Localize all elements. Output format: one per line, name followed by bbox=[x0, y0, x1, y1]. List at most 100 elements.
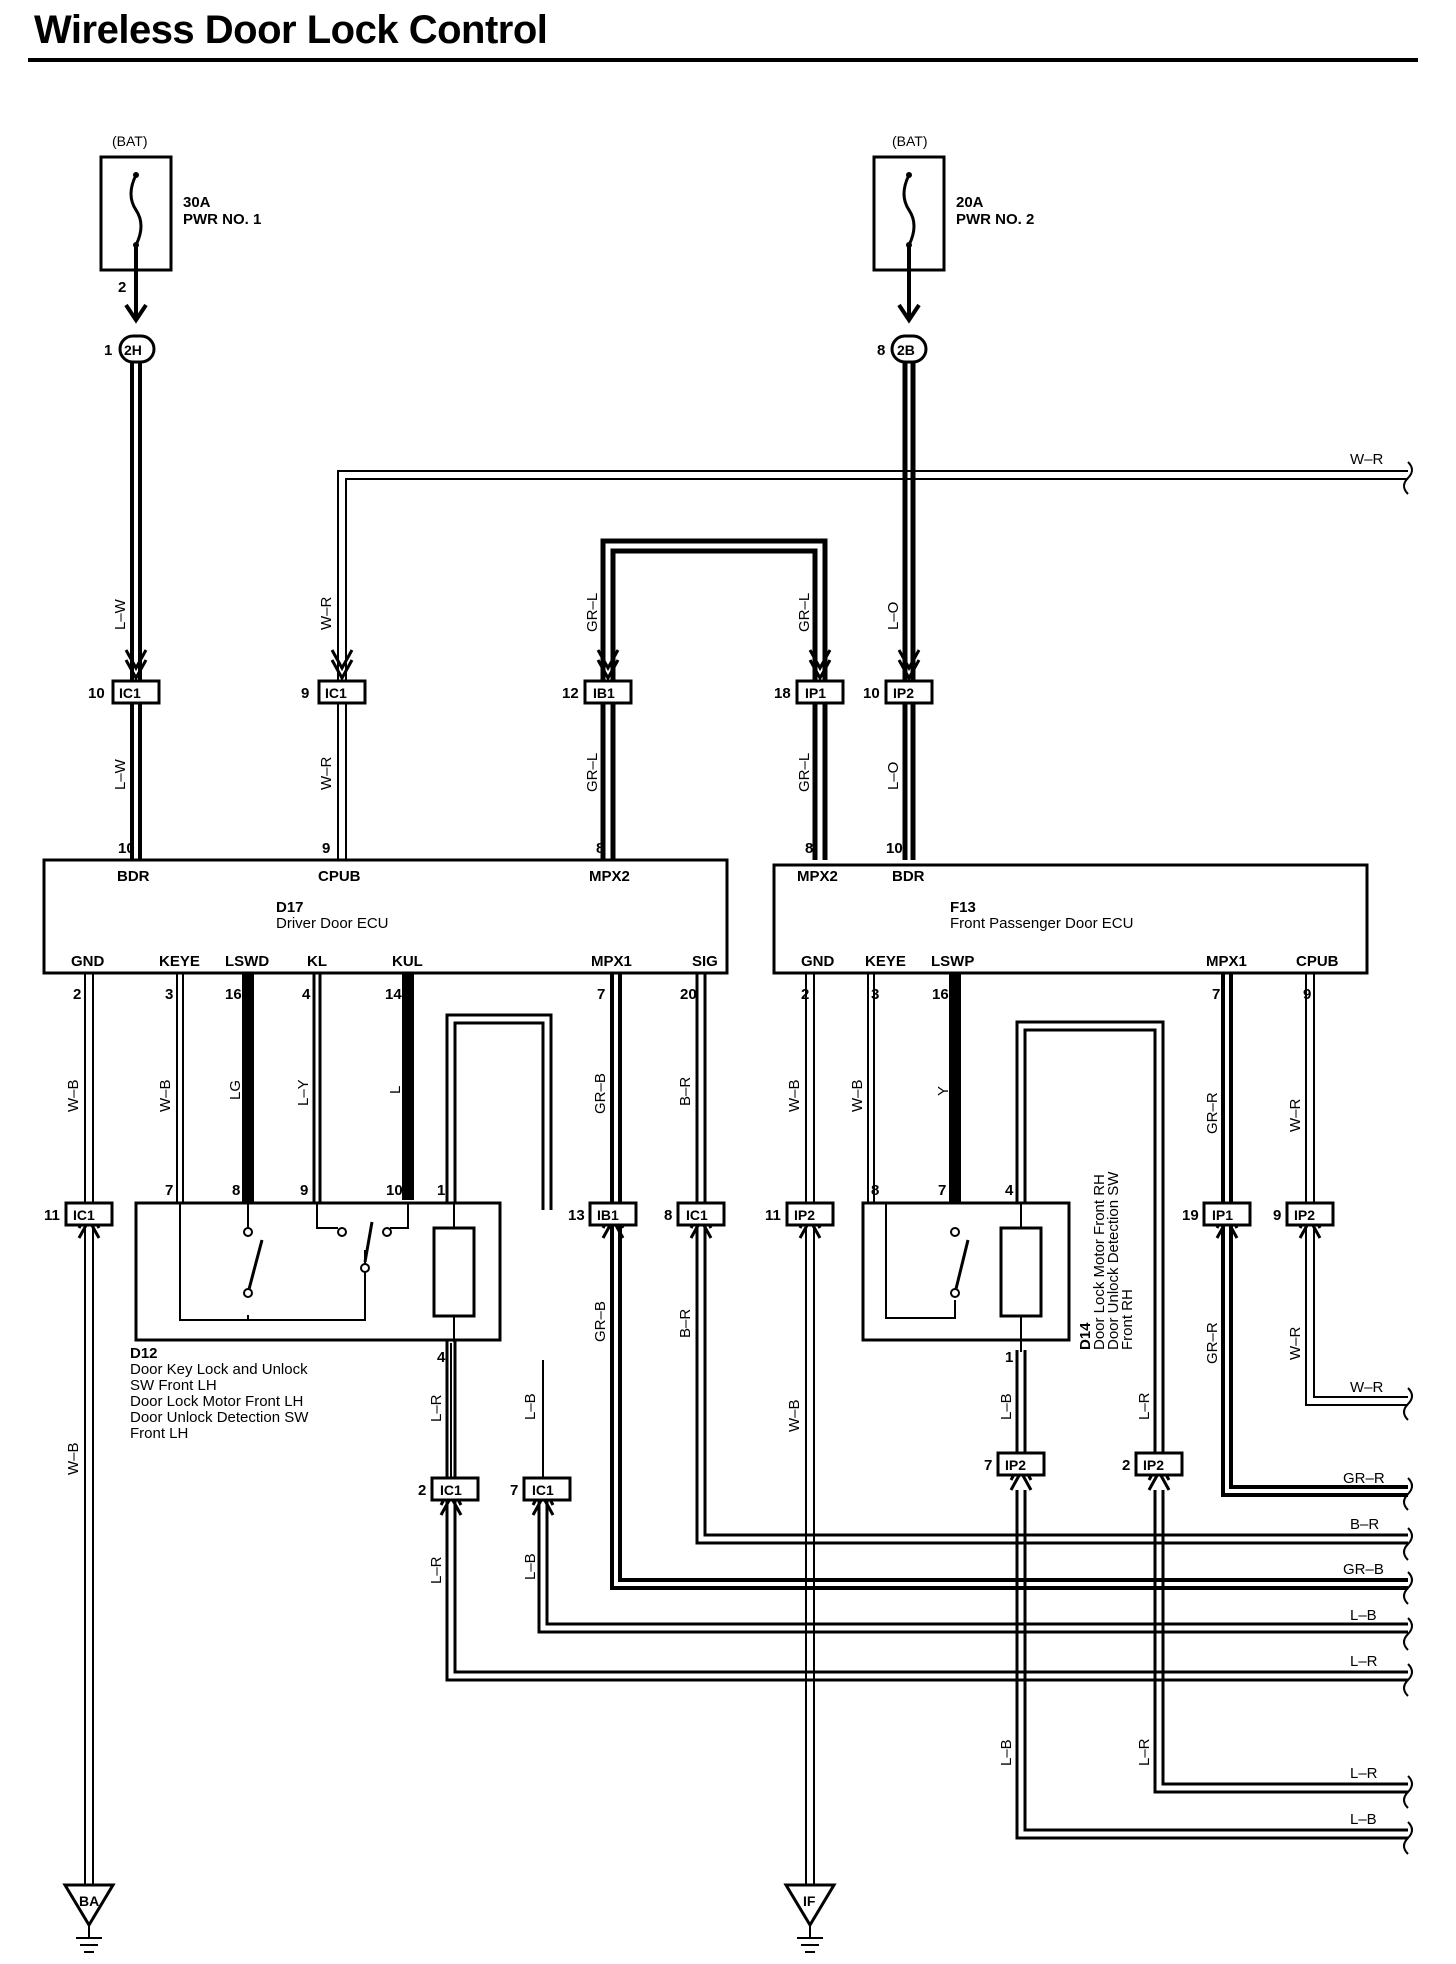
diagram-label: W–B bbox=[65, 1442, 82, 1475]
diagram-label: 9 bbox=[301, 685, 309, 702]
diagram-label: 9 bbox=[1273, 1207, 1281, 1224]
diagram-label: 8 bbox=[664, 1207, 672, 1224]
pin-mpx2: MPX2 bbox=[589, 868, 630, 885]
diagram-label: KL bbox=[307, 953, 327, 970]
diagram-label: Door Lock Motor Front LH bbox=[130, 1393, 303, 1410]
diagram-label: GR–L bbox=[796, 593, 813, 632]
fuse-pwr-no1: (BAT) 30A PWR NO. 1 2 2H 1 bbox=[99, 133, 261, 364]
diagram-label: 3 bbox=[165, 986, 173, 1003]
diagram-label: W–R bbox=[318, 597, 335, 631]
diagram-label: 4 bbox=[437, 1349, 446, 1366]
diagram-label: 9 bbox=[1303, 986, 1311, 1003]
diagram-label: 8 bbox=[805, 840, 813, 857]
diagram-label: W–B bbox=[786, 1079, 803, 1112]
wires bbox=[84, 362, 1413, 1885]
conn-2b-label: 2B bbox=[897, 342, 915, 358]
diagram-label: Front LH bbox=[130, 1425, 188, 1442]
diagram-label: KEYE bbox=[865, 953, 906, 970]
diagram-label: 10 bbox=[118, 840, 135, 857]
diagram-label: IB1 bbox=[593, 685, 615, 701]
page-title: Wireless Door Lock Control bbox=[34, 8, 548, 52]
diagram-label: W–B bbox=[65, 1079, 82, 1112]
diagram-label: IC1 bbox=[73, 1207, 95, 1223]
switch-d12: 7 8 9 10 1 4 D12 Door Key Lock and Unloc… bbox=[130, 1182, 502, 1442]
diagram-label: KUL bbox=[392, 953, 423, 970]
diagram-label: 7 bbox=[1212, 986, 1220, 1003]
diagram-label: GR–R bbox=[1343, 1470, 1385, 1487]
diagram-label: L–R bbox=[428, 1394, 445, 1422]
diagram-label: L–B bbox=[522, 1553, 539, 1580]
diagram-label: GND bbox=[71, 953, 105, 970]
diagram-label: GND bbox=[801, 953, 835, 970]
switch-d12-code: D12 bbox=[130, 1345, 158, 1362]
diagram-label: 2 bbox=[1122, 1457, 1130, 1474]
diagram-label: L–R bbox=[1350, 1765, 1378, 1782]
diagram-label: 8 bbox=[871, 1182, 879, 1199]
diagram-label: 11 bbox=[765, 1207, 781, 1224]
connector-ic1-8: IC1 8 bbox=[664, 1201, 726, 1227]
fuse1-source: (BAT) bbox=[112, 133, 148, 149]
connector-ic1-11: IC1 11 bbox=[44, 1201, 114, 1227]
diagram-label: W–B bbox=[157, 1079, 174, 1112]
diagram-label: IP1 bbox=[1212, 1207, 1233, 1223]
diagram-label: IC1 bbox=[325, 685, 347, 701]
diagram-label: KEYE bbox=[159, 953, 200, 970]
diagram-label: 11 bbox=[44, 1207, 60, 1224]
diagram-label: L–O bbox=[885, 602, 902, 630]
diagram-label: IC1 bbox=[686, 1207, 708, 1223]
diagram-label: W–R bbox=[318, 757, 335, 791]
diagram-label: MPX2 bbox=[797, 868, 838, 885]
diagram-label: LG bbox=[227, 1080, 244, 1100]
pin-cpub: CPUB bbox=[318, 868, 361, 885]
diagram-label: 10 bbox=[886, 840, 903, 857]
diagram-label: 19 bbox=[1182, 1207, 1199, 1224]
diagram-label: 14 bbox=[385, 986, 402, 1003]
ground-if: IF bbox=[783, 1883, 837, 1953]
diagram-label: L–B bbox=[998, 1393, 1015, 1420]
diagram-label: IP2 bbox=[893, 685, 914, 701]
diagram-label: 1 bbox=[437, 1182, 445, 1199]
diagram-label: 10 bbox=[863, 685, 880, 702]
diagram-label: BDR bbox=[892, 868, 925, 885]
fuse-pwr-no2: (BAT) 20A PWR NO. 2 2B 8 bbox=[872, 133, 1034, 364]
diagram-label: IP2 bbox=[794, 1207, 815, 1223]
switch-d14: 8 7 4 1 D14 Door Lock Motor Front RH Doo… bbox=[861, 1171, 1136, 1366]
diagram-label: 16 bbox=[932, 986, 949, 1003]
connectors-upper: IC1 10 IC1 9 IB1 12 IP1 18 IP2 10 bbox=[88, 679, 934, 705]
diagram-label: B–R bbox=[677, 1309, 694, 1338]
wire-labels-vertical: L–W L–W W–R W–R GR–L GR–L GR–L GR–L L–O … bbox=[65, 593, 1304, 1766]
fuse2-rating: 20A bbox=[956, 194, 984, 211]
diagram-label: Door Key Lock and Unlock bbox=[130, 1361, 308, 1378]
diagram-label: 2 bbox=[801, 986, 809, 1003]
diagram-label: 9 bbox=[300, 1182, 308, 1199]
conn-2h-pin: 1 bbox=[104, 342, 112, 359]
diagram-label: W–R bbox=[1350, 451, 1384, 468]
diagram-label: L bbox=[387, 1086, 404, 1094]
diagram-label: LSWP bbox=[931, 953, 974, 970]
diagram-label: MPX1 bbox=[1206, 953, 1247, 970]
diagram-label: 1 bbox=[1005, 1349, 1013, 1366]
diagram-label: W–B bbox=[849, 1079, 866, 1112]
diagram-label: B–R bbox=[1350, 1516, 1379, 1533]
diagram-label: 7 bbox=[510, 1482, 518, 1499]
diagram-label: L–B bbox=[1350, 1607, 1377, 1624]
diagram-label: GR–L bbox=[584, 753, 601, 792]
fuse1-name: PWR NO. 1 bbox=[183, 211, 261, 228]
diagram-label: L–B bbox=[522, 1393, 539, 1420]
wire-labels-horizontal: W–R W–R GR–R B–R GR–B L–B L–R L–R L–B bbox=[1343, 451, 1385, 1828]
connector-ib1-12: IB1 12 bbox=[562, 679, 633, 705]
diagram-label: LSWD bbox=[225, 953, 269, 970]
connector-ip1-19: IP1 19 bbox=[1182, 1201, 1252, 1227]
diagram-label: Y bbox=[935, 1086, 952, 1096]
diagram-label: GR–B bbox=[592, 1073, 609, 1114]
diagram-label: SW Front LH bbox=[130, 1377, 217, 1394]
diagram-label: 7 bbox=[165, 1182, 173, 1199]
ecu-driver-name: Driver Door ECU bbox=[276, 915, 389, 932]
diagram-label: 7 bbox=[984, 1457, 992, 1474]
diagram-label: Door Unlock Detection SW bbox=[1105, 1171, 1122, 1350]
diagram-label: L–B bbox=[1350, 1811, 1377, 1828]
